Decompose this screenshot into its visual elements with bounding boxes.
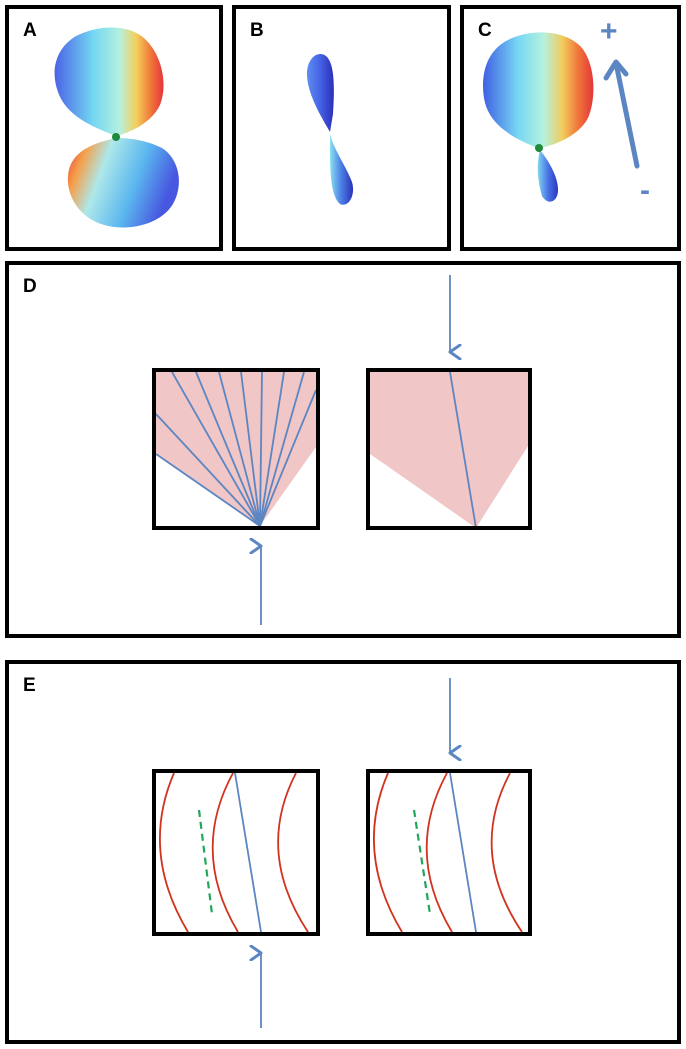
panel-c-plus-sign: + xyxy=(600,15,618,48)
ray xyxy=(155,413,261,527)
panel-b: B xyxy=(232,5,451,251)
panel-e-right-wavefronts xyxy=(373,772,523,933)
panel-d-right-cone xyxy=(370,372,528,528)
panel-a-label: A xyxy=(23,20,37,41)
panel-d-right-box xyxy=(366,368,532,530)
panel-c-minus-sign: - xyxy=(640,174,650,207)
wavefront xyxy=(211,772,239,933)
panel-d-right-ray xyxy=(449,371,477,529)
panel-d: D xyxy=(5,261,681,638)
panel-c-polarity-arrow xyxy=(614,65,640,169)
panel-c-polarity-arrowhead xyxy=(603,59,629,81)
ray xyxy=(259,371,285,527)
panel-a-source-marker xyxy=(112,133,120,141)
panel-c-source-marker xyxy=(535,144,543,152)
ray xyxy=(195,371,261,527)
panel-c-label: C xyxy=(478,20,492,41)
panel-e-left-box-group xyxy=(152,769,320,1028)
panel-e-right-dashed-line xyxy=(412,809,432,915)
panel-d-right-box-group xyxy=(366,275,532,530)
ray xyxy=(155,453,261,527)
panel-e-right-box-group xyxy=(366,678,532,936)
panel-e-right-box xyxy=(366,769,532,936)
panel-d-left-box xyxy=(152,368,320,530)
ray xyxy=(259,389,317,527)
ray xyxy=(171,371,261,527)
panel-b-lower-lobe xyxy=(330,134,354,205)
panel-a-lower-lobe xyxy=(67,138,179,228)
panel-d-left-box-group xyxy=(152,368,320,625)
wavefront xyxy=(159,772,189,933)
ray xyxy=(218,371,261,527)
wavefront xyxy=(490,772,523,933)
panel-d-label: D xyxy=(23,276,37,297)
panel-e-left-dashed-line xyxy=(197,809,214,915)
wavefront xyxy=(425,772,453,933)
panel-c-radiation-pattern: + - xyxy=(483,15,650,207)
panel-b-upper-lobe xyxy=(307,54,334,132)
ray xyxy=(259,371,263,527)
panel-b-radiation-pattern xyxy=(307,54,354,205)
panel-a-radiation-pattern xyxy=(54,27,179,228)
panel-e-left-box xyxy=(152,769,320,936)
panel-e-left-wavefronts xyxy=(159,772,309,933)
wavefront xyxy=(277,772,309,933)
panel-c-lower-lobe xyxy=(537,150,558,202)
ray xyxy=(240,371,261,527)
panel-d-ray-fan xyxy=(155,371,317,527)
wavefront xyxy=(373,772,403,933)
panel-e: E xyxy=(5,660,681,1044)
panel-e-right-ray xyxy=(449,772,477,933)
panel-a-upper-lobe xyxy=(54,27,164,137)
ray xyxy=(259,371,305,527)
panel-e-left-ray xyxy=(234,772,262,933)
panel-e-label: E xyxy=(23,675,36,696)
panel-c-upper-lobe xyxy=(483,32,594,148)
panel-b-label: B xyxy=(250,20,264,41)
